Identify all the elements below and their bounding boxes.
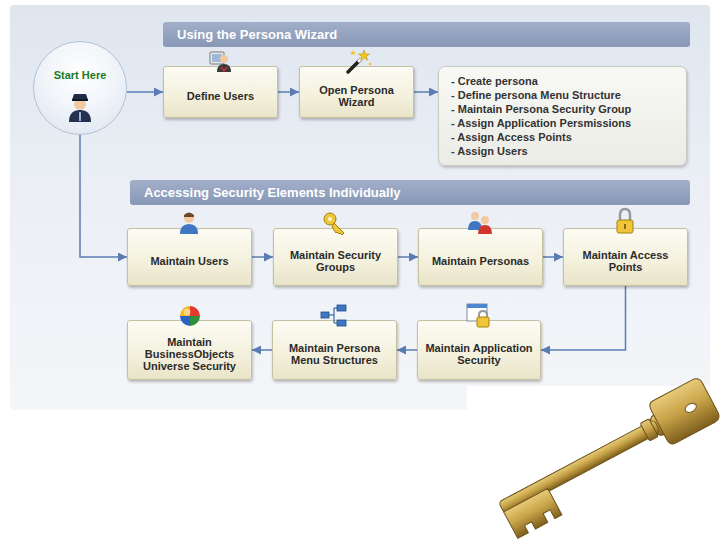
flow-arrow [414, 91, 438, 93]
flow-arrow [398, 256, 418, 258]
flow-arrow [252, 256, 273, 258]
box-label: Define Users [187, 90, 254, 102]
list-item: - Assign Users [451, 144, 528, 158]
flow-arrow [80, 135, 127, 257]
box-label: Maintain Application Security [422, 342, 536, 366]
box-label: Maintain BusinessObjects Universe Securi… [132, 336, 247, 372]
flow-arrow [543, 256, 563, 258]
process-box: Open Persona Wizard [299, 66, 414, 118]
universe-ball-icon [180, 306, 200, 326]
process-box: Define Users [163, 66, 278, 118]
step-list: - Create persona- Define persona Menu St… [438, 66, 687, 166]
flow-arrow [252, 349, 272, 351]
wizard-wand-icon [348, 50, 371, 72]
box-label: Maintain Persona Menu Structures [277, 342, 392, 366]
section-band: Using the Persona Wizard [163, 22, 690, 47]
process-box: Maintain BusinessObjects Universe Securi… [127, 320, 252, 380]
start-label: Start Here [54, 69, 107, 81]
box-label: Open Persona Wizard [304, 84, 409, 108]
key-icon [324, 213, 344, 235]
user-screen-icon [210, 52, 231, 72]
padlock-icon [617, 209, 633, 233]
box-label: Maintain Personas [432, 255, 529, 267]
process-box: Maintain Application Security [417, 320, 541, 380]
brass-key [491, 376, 722, 538]
flow-arrow [541, 286, 626, 350]
user-icon [180, 213, 198, 235]
section-heading: Accessing Security Elements Individually [144, 185, 400, 201]
flow-arrow [278, 91, 299, 93]
flow-arrow [127, 91, 163, 93]
flow-arrow [397, 349, 417, 351]
process-box: Maintain Persona Menu Structures [272, 320, 397, 380]
process-box: Maintain Security Groups [273, 228, 398, 286]
section-band: Accessing Security Elements Individually [130, 180, 690, 205]
box-label: Maintain Access Points [568, 249, 683, 273]
list-item: - Assign Application Persmissions [451, 116, 631, 130]
list-item: - Maintain Persona Security Group [451, 102, 631, 116]
list-item: - Assign Access Points [451, 130, 572, 144]
box-label: Maintain Security Groups [278, 249, 393, 273]
window-lock-icon [467, 304, 489, 327]
process-box: Maintain Personas [418, 228, 543, 286]
process-box: Maintain Access Points [563, 228, 688, 286]
persona-icon [468, 212, 492, 234]
process-box: Maintain Users [127, 228, 252, 286]
section-heading: Using the Persona Wizard [177, 27, 337, 43]
start-circle: Start Here [33, 41, 127, 135]
list-item: - Define persona Menu Structure [451, 88, 621, 102]
box-label: Maintain Users [150, 255, 228, 267]
officer-icon [69, 94, 91, 122]
list-item: - Create persona [451, 74, 538, 88]
hierarchy-icon [321, 305, 346, 326]
